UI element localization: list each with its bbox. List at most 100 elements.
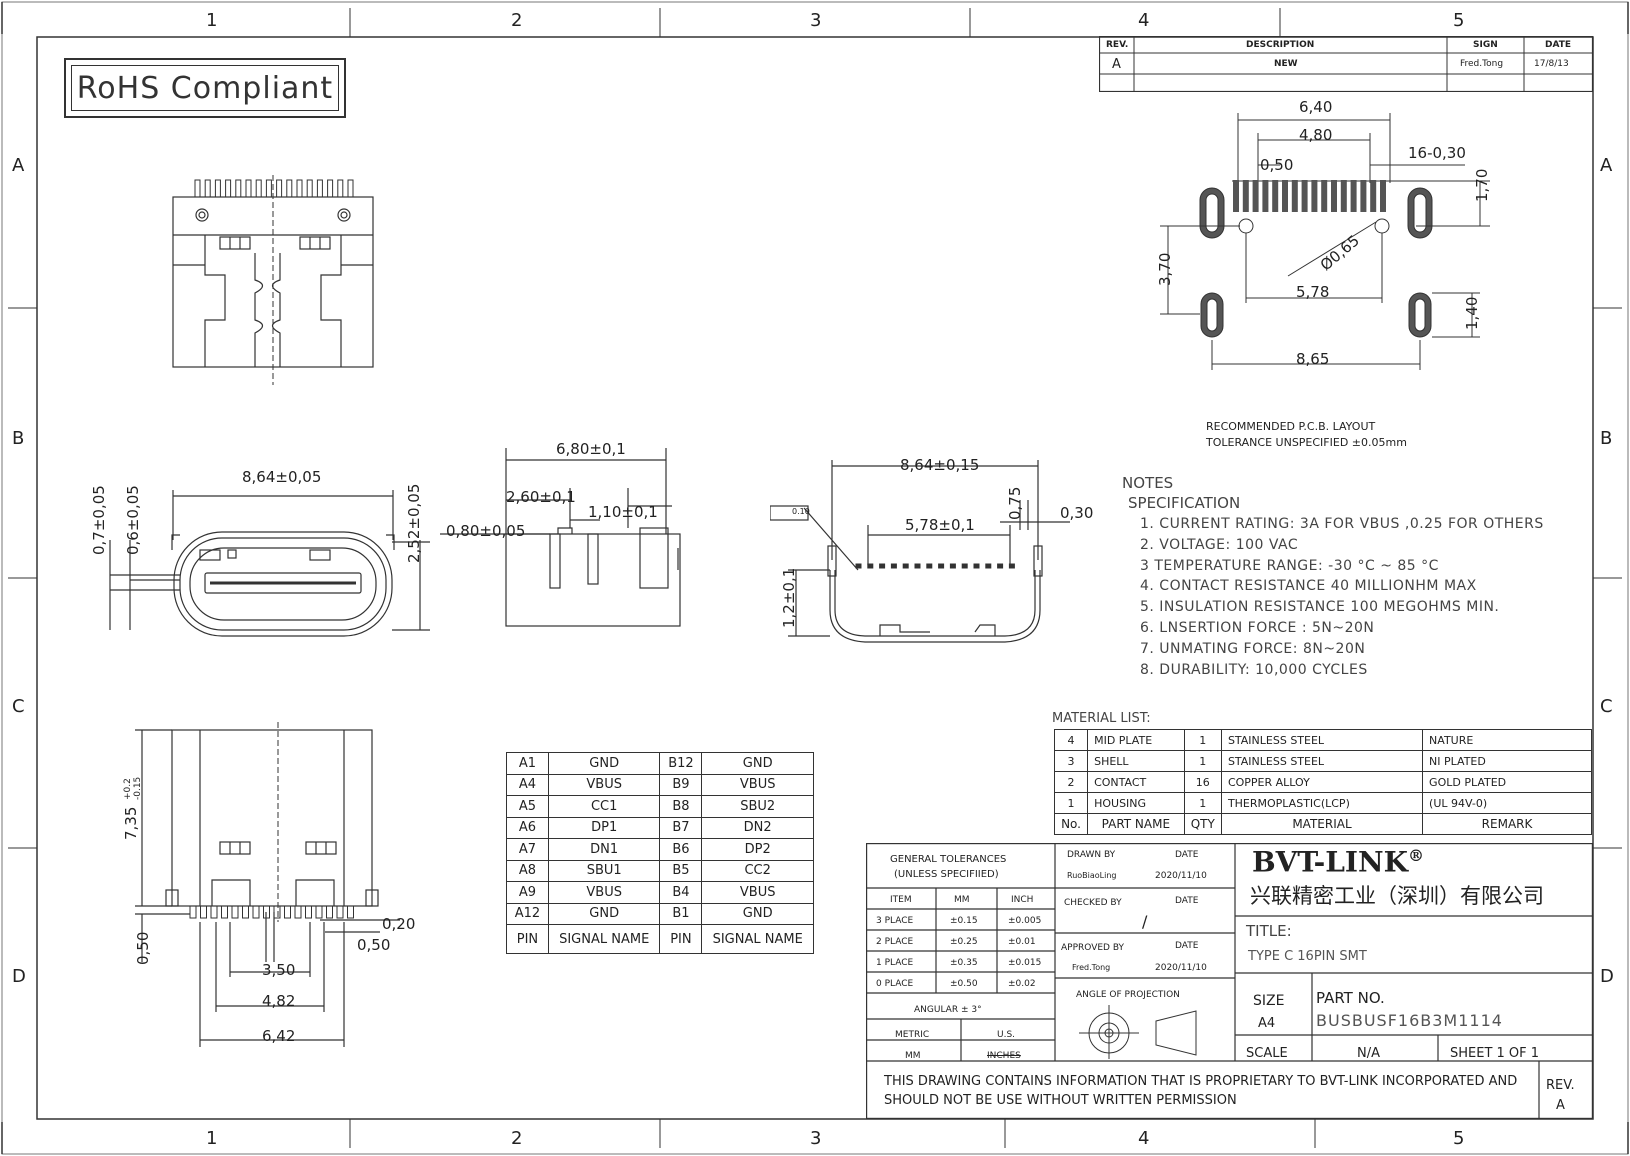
- bottom-dim-tol-dn: -0.15: [133, 776, 143, 800]
- pcb-pad: [1233, 180, 1239, 212]
- projection-label: ANGLE OF PROJECTION: [1076, 990, 1180, 1000]
- material-header-cell: PART NAME: [1087, 813, 1185, 835]
- pcb-dim-050: 0,50: [1260, 156, 1294, 174]
- grid-col-4-bottom: 4: [1138, 1128, 1150, 1149]
- rear-view-pin: [997, 563, 1004, 569]
- pin-header-cell: PIN: [506, 924, 549, 954]
- rear-dim-width: 8,64±0,15: [900, 456, 980, 474]
- tolerance-cell: 1 PLACE: [876, 958, 914, 968]
- drawn-by-label: DRAWN BY: [1067, 850, 1116, 860]
- bottom-view-pin: [315, 905, 323, 919]
- grid-col-1-bottom: 1: [206, 1128, 218, 1149]
- size-value: A4: [1258, 1016, 1276, 1031]
- tol-inches: INCHES: [987, 1051, 1021, 1061]
- rohs-text: RoHS Compliant: [76, 70, 334, 106]
- rear-view-pin: [973, 563, 980, 569]
- pin-header-cell: SIGNAL NAME: [701, 924, 814, 954]
- grid-col-3-bottom: 3: [810, 1128, 822, 1149]
- grid-col-3: 3: [810, 10, 822, 31]
- rear-view-pin: [938, 563, 945, 569]
- front-dim-width: 8,64±0,05: [242, 468, 322, 486]
- side-view-drawing: [440, 448, 681, 627]
- company-logo: BVT-LINK®: [1252, 848, 1424, 876]
- rear-view-pin: [867, 563, 874, 569]
- tolerance-cell: ±0.35: [950, 958, 978, 968]
- pin-cell: B6: [659, 838, 703, 861]
- company-name: BVT-LINK: [1252, 845, 1408, 879]
- bottom-view-pin: [294, 905, 302, 919]
- note-item: 2. VOLTAGE: 100 VAC: [1140, 536, 1299, 553]
- pcb-caption-2: TOLERANCE UNSPECIFIED ±0.05mm: [1206, 436, 1407, 449]
- material-cell: NATURE: [1422, 729, 1592, 751]
- checked-value: /: [1142, 912, 1148, 931]
- bottom-view-pin: [200, 905, 207, 919]
- bottom-view-pin: [231, 905, 239, 919]
- rev-header-desc: DESCRIPTION: [1246, 40, 1315, 50]
- pcb-dim-865: 8,65: [1296, 350, 1330, 368]
- material-header-cell: MATERIAL: [1220, 813, 1424, 835]
- pin-cell: B5: [659, 859, 703, 882]
- material-cell: SHELL: [1087, 750, 1185, 772]
- material-cell: STAINLESS STEEL: [1220, 750, 1424, 772]
- bottom-dim-h: 7,35: [122, 806, 140, 840]
- pcb-pad: [1350, 180, 1357, 212]
- pin-cell: B8: [659, 795, 703, 818]
- bottom-view-pin: [263, 905, 270, 919]
- company-mark: ®: [1407, 846, 1424, 865]
- front-view-drawing: [109, 490, 430, 637]
- bottom-dim-tol-up: +0.2: [123, 778, 133, 800]
- drawn-date-label: DATE: [1175, 850, 1199, 860]
- pin-cell: A6: [506, 816, 549, 839]
- rear-dim-t: 0,30: [1060, 504, 1094, 522]
- checked-by-label: CHECKED BY: [1064, 898, 1122, 908]
- tolerance-cell: ±0.15: [950, 916, 978, 926]
- bottom-dim-e: 4,82: [262, 992, 296, 1010]
- pcb-pad: [1360, 180, 1367, 212]
- grid-row-a: A: [12, 155, 25, 176]
- bottom-view-pin: [221, 905, 228, 919]
- material-cell: (UL 94V-0): [1422, 792, 1592, 814]
- material-title: MATERIAL LIST:: [1052, 711, 1151, 726]
- pcb-dim-640: 6,40: [1299, 98, 1333, 116]
- tolerance-cell: 0 PLACE: [876, 979, 914, 989]
- grid-col-2: 2: [511, 10, 523, 31]
- pcb-pad: [1301, 180, 1308, 212]
- sheet-value: SHEET 1 OF 1: [1450, 1046, 1540, 1061]
- bottom-view-pin: [347, 905, 354, 919]
- pin-cell: A7: [506, 838, 549, 861]
- disclaimer-line-1: THIS DRAWING CONTAINS INFORMATION THAT I…: [884, 1074, 1518, 1089]
- pcb-pad: [1252, 180, 1259, 212]
- top-view-pin: [214, 179, 221, 198]
- disclaimer-line-2: SHOULD NOT BE USE WITHOUT WRITTEN PERMIS…: [884, 1093, 1237, 1108]
- tol-title-1: GENERAL TOLERANCES: [890, 854, 1007, 865]
- note-item: 1. CURRENT RATING: 3A FOR VBUS ,0.25 FOR…: [1140, 516, 1544, 532]
- bottom-dim-f: 6,42: [262, 1027, 296, 1045]
- tol-angular: ANGULAR ± 3°: [914, 1005, 982, 1015]
- pin-cell: B7: [659, 816, 703, 839]
- pin-cell: B1: [659, 902, 703, 925]
- rear-view-pin: [1008, 563, 1015, 569]
- rear-view-pin: [961, 563, 968, 569]
- pin-cell: GND: [547, 752, 661, 775]
- rear-dim-v: 1,2±0,1: [780, 567, 798, 628]
- material-header-cell: No.: [1053, 813, 1089, 835]
- pcb-dim-140: 1,40: [1463, 296, 1481, 330]
- pcb-layout-drawing: [1160, 113, 1490, 370]
- tolerance-cell: ±0.015: [1008, 958, 1042, 968]
- side-dim-b: 1,10±0,1: [588, 503, 658, 521]
- front-dim-a: 0,7±0,05: [90, 485, 108, 555]
- pin-cell: A5: [506, 795, 549, 818]
- pin-cell: DP1: [547, 816, 661, 839]
- part-no-label: PART NO.: [1316, 989, 1385, 1007]
- material-cell: STAINLESS STEEL: [1220, 729, 1424, 751]
- part-no-value: BUSBUSF16B3M1114: [1316, 1011, 1503, 1030]
- material-header-cell: QTY: [1183, 813, 1222, 835]
- pin-header-cell: PIN: [659, 924, 703, 954]
